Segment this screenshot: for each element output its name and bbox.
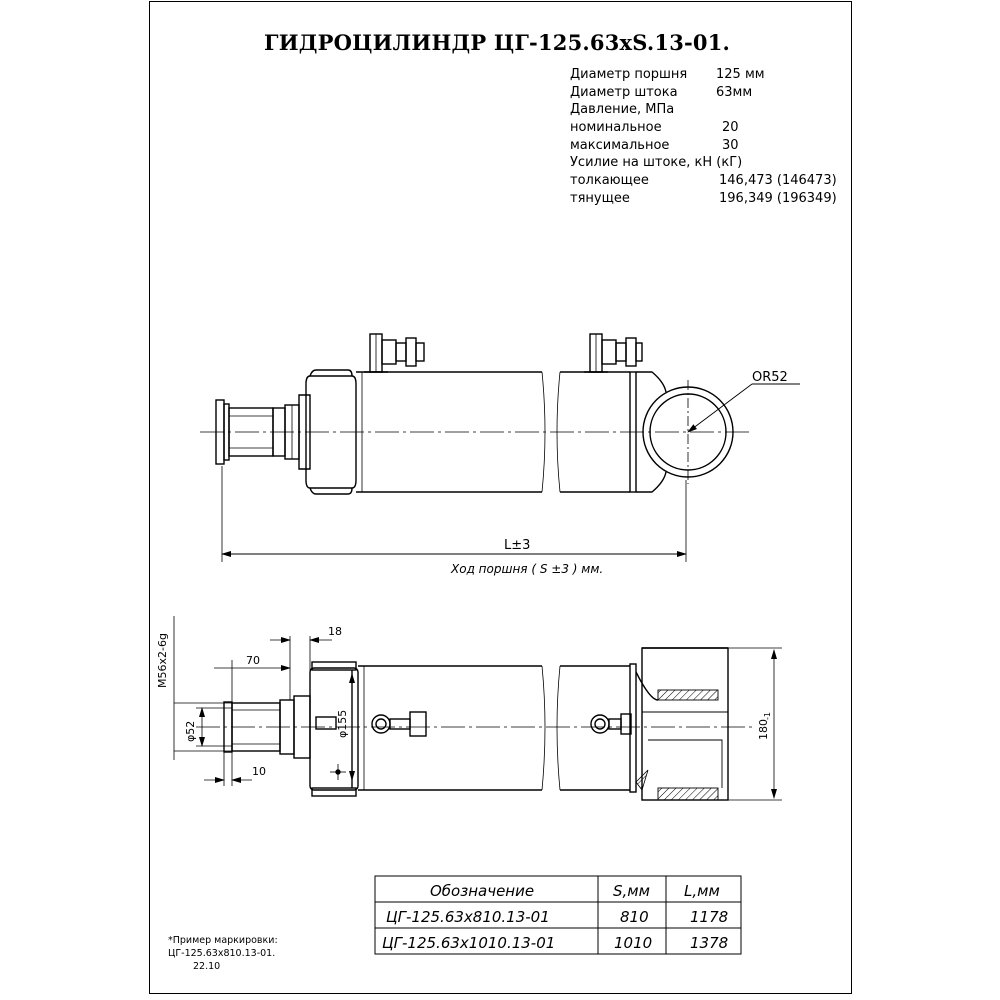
table-cell-designation: ЦГ-125.63х1010.13-01 <box>382 934 555 952</box>
top-view <box>200 333 800 562</box>
table-cell-length: 1378 <box>690 934 728 952</box>
spec-value: 20 <box>722 120 739 136</box>
table-cell-stroke: 1010 <box>614 934 652 952</box>
len18-label: 18 <box>328 625 342 638</box>
len10-label: 10 <box>252 765 266 778</box>
len70-label: 70 <box>246 654 260 667</box>
table-cell-length: 1178 <box>690 908 728 926</box>
radius-label: OR52 <box>752 370 788 385</box>
height180-tolerance: -1 <box>763 712 772 720</box>
marking-line: ЦГ-125.63х810.13-01. <box>168 948 276 959</box>
d155-label: φ155 <box>336 710 349 738</box>
spec-row: Диаметр поршня 125 мм <box>570 66 765 84</box>
top-port-front <box>364 333 425 373</box>
rod-end <box>215 394 311 470</box>
spec-row: Давление, МПа <box>570 101 742 119</box>
bottom-view <box>173 616 782 801</box>
marking-example: *Пример маркировки: ЦГ-125.63х810.13-01.… <box>168 934 278 973</box>
bottom-dimensions <box>173 616 782 801</box>
bottom-port-rear <box>590 713 632 735</box>
spec-value: 196,349 (196349) <box>719 190 837 206</box>
spec-row: номинальное 20 <box>570 119 742 137</box>
length-label: L±3 <box>504 538 530 553</box>
marking-line: 22.10 <box>193 961 221 972</box>
table-header-length: L,мм <box>684 882 720 900</box>
drawing-title: ГИДРОЦИЛИНДР ЦГ-125.63хS.13-01. <box>264 30 731 55</box>
spec-table <box>374 875 742 955</box>
gland-head <box>305 369 357 495</box>
table-header-stroke: S,мм <box>613 882 650 900</box>
spec-row: Диаметр штока 63мм <box>570 84 752 102</box>
spec-label: Диаметр поршня <box>570 67 688 82</box>
bottom-barrel <box>358 663 637 793</box>
spec-label: номинальное <box>570 120 662 136</box>
spec-label: тянущее <box>570 190 630 206</box>
table-cell-stroke: 810 <box>620 908 649 926</box>
rear-lug-section <box>635 647 729 801</box>
spec-label: толкающее <box>570 173 649 189</box>
d52-label: φ52 <box>184 721 197 742</box>
spec-value: 146,473 (146473) <box>719 173 837 189</box>
spec-value: 125 мм <box>716 67 765 82</box>
rear-eye <box>636 371 734 493</box>
spec-label: Усилие на штоке, кН (кГ) <box>570 155 743 171</box>
spec-value: 30 <box>722 137 739 153</box>
spec-label: максимальное <box>570 137 670 153</box>
bottom-head <box>309 661 359 797</box>
table-cell-designation: ЦГ-125.63х810.13-01 <box>386 908 550 926</box>
spec-label: Давление, МПа <box>570 102 675 118</box>
height180-label: 180 <box>757 719 770 740</box>
thread-label: M56х2-6g <box>156 633 169 688</box>
top-port-rear <box>584 333 643 373</box>
marking-line: *Пример маркировки: <box>168 935 278 946</box>
spec-block: Диаметр поршня 125 мм Диаметр штока 63мм Д… <box>570 66 837 208</box>
bottom-port-front <box>371 711 427 737</box>
stroke-label: Ход поршня ( S ±3 ) мм. <box>450 562 603 576</box>
spec-row: толкающее 146,473 (146473) <box>570 172 837 190</box>
spec-row: Усилие на штоке, кН (кГ) <box>570 154 742 172</box>
spec-value: 63мм <box>716 84 753 100</box>
bottom-rod <box>223 695 311 759</box>
drawing-frame <box>149 1 852 994</box>
spec-label: Диаметр штока <box>570 84 678 100</box>
spec-row: тянущее 196,349 (196349) <box>570 190 837 208</box>
table-header-designation: Обозначение <box>430 882 534 900</box>
radius-leader <box>687 383 753 433</box>
spec-row: максимальное 30 <box>570 137 742 155</box>
